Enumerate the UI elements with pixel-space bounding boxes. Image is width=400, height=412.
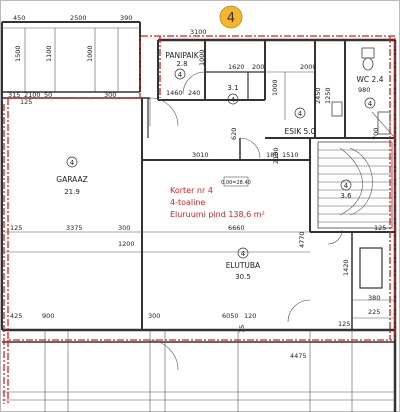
- dim: 1510: [282, 151, 299, 159]
- dim: 2500: [70, 14, 87, 22]
- dim: 390: [120, 14, 132, 22]
- dim: 125: [20, 98, 32, 106]
- room-area-panipaik: 2.8: [176, 60, 187, 68]
- unit-garaaz: 4: [70, 159, 75, 167]
- dim: 315: [8, 91, 20, 99]
- dim: 1200: [118, 240, 135, 248]
- dim: 50: [44, 91, 52, 99]
- dim: 1000: [86, 45, 94, 62]
- dim: 900: [42, 312, 54, 320]
- dim: 125: [10, 224, 22, 232]
- dim: 700: [372, 128, 380, 140]
- dim: 6660: [228, 224, 245, 232]
- room-name-wc: WC 2.4: [357, 75, 384, 84]
- dim: 2450: [314, 87, 322, 104]
- dim: 620: [230, 128, 238, 140]
- unit-badge-number: 4: [227, 11, 235, 26]
- room-name-garaaz: GARAAZ: [56, 175, 87, 184]
- dim: 1460: [166, 89, 183, 97]
- dim: 3100: [190, 28, 207, 36]
- dim: 1620: [228, 63, 245, 71]
- dim: 75: [238, 325, 246, 333]
- unit-31: 4: [231, 96, 236, 104]
- unit-elutuba: 4: [241, 250, 246, 258]
- dim: 240: [188, 89, 200, 97]
- room-name-panipaik: PANIPAIK: [165, 51, 199, 60]
- dim: 380: [368, 294, 380, 302]
- room-area-31: 3.1: [227, 84, 238, 92]
- staircase: [317, 141, 393, 229]
- apartment-boundary: [7, 35, 396, 404]
- dim: 4770: [298, 231, 306, 248]
- dim: 980: [358, 86, 370, 94]
- dim: 1000: [198, 49, 206, 66]
- dim: 300: [104, 91, 116, 99]
- unit-badge: [219, 5, 243, 29]
- dim: 1000: [271, 79, 279, 96]
- dim: 300: [118, 224, 130, 232]
- dim: 450: [13, 14, 25, 22]
- room-area-elutuba: 30.5: [235, 273, 251, 281]
- unit-small: 4: [298, 110, 303, 118]
- room-name-elutuba: ELUTUBA: [226, 261, 261, 270]
- dim: 3010: [192, 151, 209, 159]
- dim: 200: [252, 63, 264, 71]
- dim: 125: [338, 320, 350, 328]
- dimensions: 450 2500 390 3100 1500 1100 1000 315 210…: [8, 14, 386, 360]
- dim: 6050: [222, 312, 239, 320]
- dim: 300: [148, 312, 160, 320]
- unit-wc: 4: [368, 100, 373, 108]
- room-name-esik: ESIK 5.0: [285, 127, 316, 136]
- dim: 425: [10, 312, 22, 320]
- apartment-number: Korter nr 4: [170, 186, 213, 195]
- dim: 1100: [45, 45, 53, 62]
- dim: 2100: [24, 91, 41, 99]
- unit-panipaik: 4: [178, 71, 183, 79]
- apartment-rooms: 4-toaline: [170, 198, 205, 207]
- dim: 4475: [290, 352, 307, 360]
- dim: 1250: [324, 87, 332, 104]
- room-area-garaaz: 21.9: [64, 188, 80, 196]
- dim: 125: [374, 224, 386, 232]
- unit-stairs: 4: [344, 182, 349, 190]
- dim: 180: [266, 151, 278, 159]
- dim: 120: [244, 312, 256, 320]
- elevation-label: 0.00=28.40: [221, 180, 251, 186]
- dim: 2000: [300, 63, 317, 71]
- dim: 2100: [272, 147, 280, 164]
- dim: 3375: [66, 224, 83, 232]
- dim: 1500: [14, 45, 22, 62]
- dim: 1420: [342, 259, 350, 276]
- dim: 225: [368, 308, 380, 316]
- unit-markers: [66, 68, 376, 259]
- apartment-area: Eluruumi pind 138,6 m²: [170, 210, 265, 219]
- room-area-stairs: 3.6: [340, 192, 352, 200]
